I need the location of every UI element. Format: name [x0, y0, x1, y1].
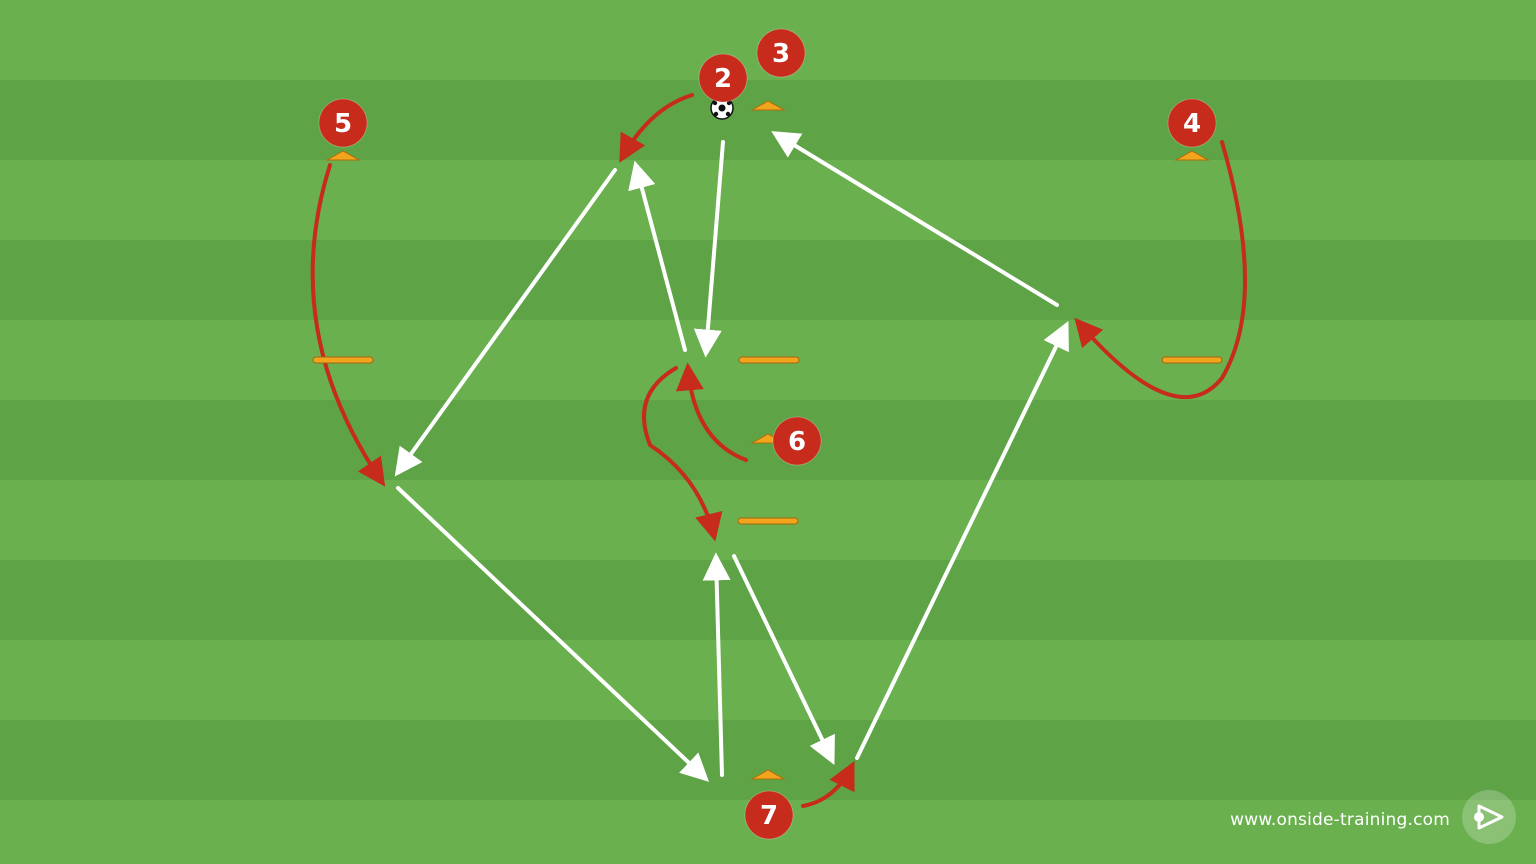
players: 2 3 4 5 6 7	[318, 28, 1217, 840]
player-number: 6	[788, 427, 806, 457]
player-4: 4	[1167, 98, 1217, 148]
website-link[interactable]: www.onside-training.com	[1230, 810, 1450, 830]
pass-arrow	[732, 554, 835, 766]
pitch-stripe	[0, 80, 1536, 160]
pitch-stripe	[0, 160, 1536, 240]
cone-icon	[750, 100, 786, 111]
player-number: 7	[760, 801, 778, 831]
onside-training-logo-icon	[1462, 790, 1516, 844]
pass-arrow	[855, 320, 1069, 760]
player-number: 4	[1183, 109, 1201, 139]
player-6: 6	[772, 416, 822, 466]
cone-icon	[325, 150, 361, 161]
run-arrow	[619, 93, 694, 163]
cone-icon	[750, 769, 786, 780]
pass-arrow	[628, 160, 687, 352]
player-number: 3	[772, 39, 790, 69]
pole-marker	[1161, 356, 1223, 364]
pole-marker	[737, 517, 799, 525]
player-5: 5	[318, 98, 368, 148]
pole-marker	[738, 356, 800, 364]
pass-arrow	[693, 140, 725, 358]
run-lines	[310, 93, 1247, 808]
pitch-stripe	[0, 720, 1536, 800]
run-arrow	[675, 362, 748, 462]
run-arrow	[641, 366, 723, 542]
pass-arrow	[396, 486, 710, 782]
cone-icon	[1174, 150, 1210, 161]
pole-marker	[312, 356, 374, 364]
pass-arrow	[702, 552, 731, 777]
pitch-stripe	[0, 240, 1536, 320]
run-arrow	[310, 163, 386, 487]
pass-arrow	[771, 131, 1059, 307]
pitch-stripe	[0, 640, 1536, 720]
player-number: 5	[334, 109, 352, 139]
poles	[312, 356, 1223, 525]
player-2: 2	[698, 53, 748, 103]
pass-lines	[394, 131, 1069, 782]
player-number: 2	[714, 64, 732, 94]
run-arrow	[801, 760, 855, 808]
pass-arrow	[394, 168, 617, 477]
player-7: 7	[744, 790, 794, 840]
run-arrow	[1074, 140, 1247, 400]
player-3: 3	[756, 28, 806, 78]
